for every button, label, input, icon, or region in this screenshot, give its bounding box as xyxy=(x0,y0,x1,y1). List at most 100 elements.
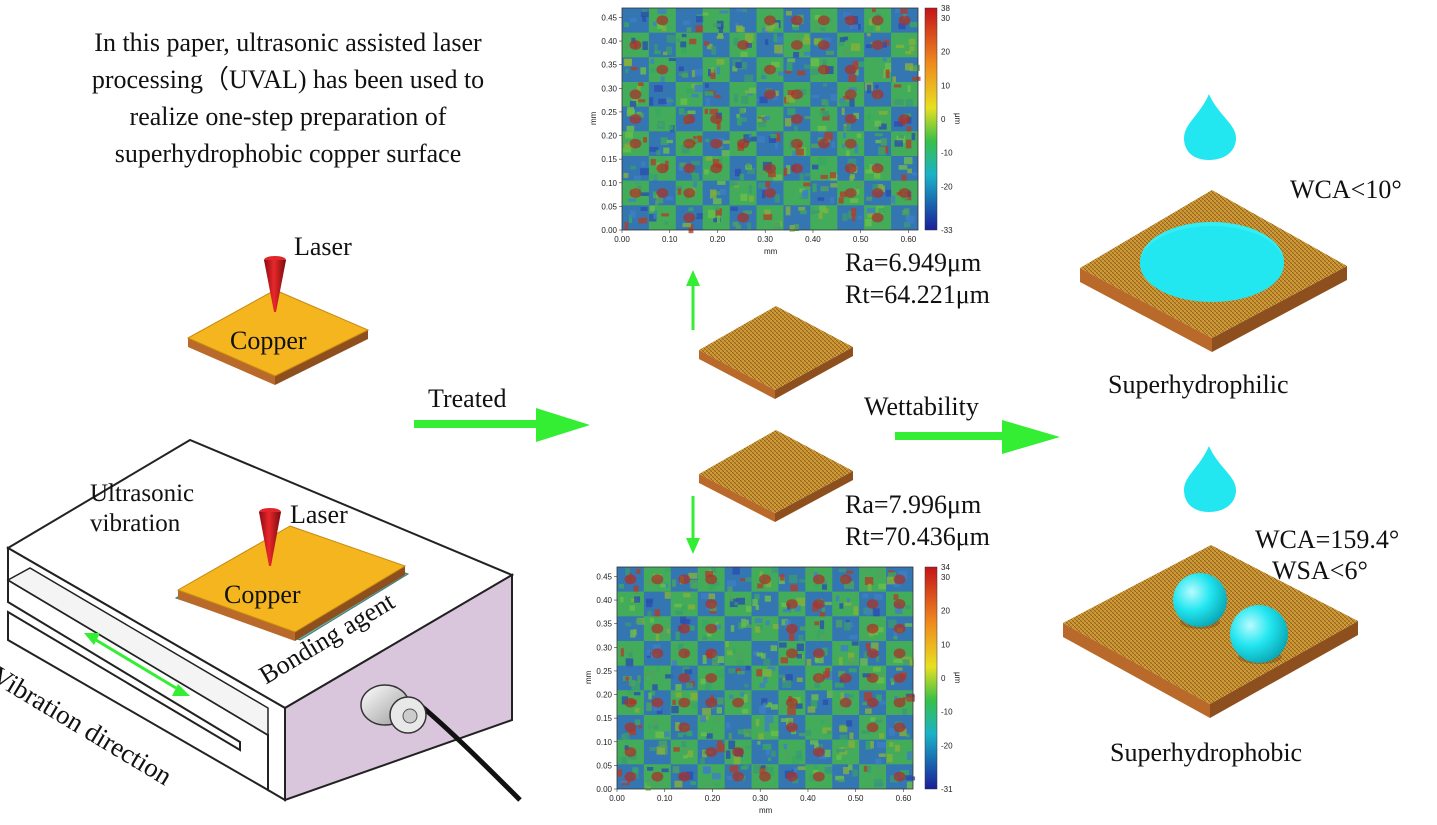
map-speckle xyxy=(803,182,811,187)
map-speckle xyxy=(641,161,646,167)
x-tick-label: 0.50 xyxy=(848,794,864,803)
map-speckle xyxy=(617,769,623,777)
map-peak xyxy=(732,771,745,782)
map-speckle xyxy=(875,139,882,144)
map-peak xyxy=(893,623,906,634)
map-speckle xyxy=(803,51,813,56)
map-speckle xyxy=(852,769,858,777)
map-speckle xyxy=(640,192,650,196)
map-speckle xyxy=(813,764,818,770)
map-speckle xyxy=(666,139,673,144)
map-speckle xyxy=(686,730,693,737)
map-peak xyxy=(871,15,884,26)
map-speckle xyxy=(842,132,847,139)
map-speckle xyxy=(867,765,872,773)
up-arrow xyxy=(686,270,700,330)
map-speckle xyxy=(873,778,883,788)
map-speckle xyxy=(799,188,806,193)
map-speckle xyxy=(878,753,886,757)
map-speckle xyxy=(638,82,644,86)
map-speckle xyxy=(741,96,749,104)
map-speckle xyxy=(735,668,741,673)
map-speckle xyxy=(633,691,641,696)
map-speckle xyxy=(638,724,642,729)
map-speckle xyxy=(770,645,778,652)
x-tick-label: 0.10 xyxy=(657,794,673,803)
map-peak xyxy=(683,163,696,174)
map-speckle xyxy=(765,620,770,626)
map-speckle xyxy=(748,87,756,94)
map-speckle xyxy=(826,716,830,725)
map-speckle xyxy=(817,157,827,166)
map-speckle xyxy=(893,594,899,600)
map-speckle xyxy=(716,707,723,714)
map-speckle xyxy=(691,173,699,181)
map-speckle xyxy=(718,24,724,34)
y-tick-label: 0.20 xyxy=(601,132,617,141)
superhydrophilic-label: Superhydrophilic xyxy=(1108,370,1289,399)
map-speckle xyxy=(880,138,887,146)
map-peak xyxy=(866,599,879,609)
map-speckle xyxy=(855,68,859,76)
map-peak xyxy=(866,722,879,733)
map-peak xyxy=(785,623,798,634)
map-speckle xyxy=(635,112,644,118)
map-speckle xyxy=(802,37,811,45)
map-speckle xyxy=(860,658,868,667)
map-speckle xyxy=(883,171,888,176)
map-speckle xyxy=(726,580,736,587)
map-peak xyxy=(705,574,718,585)
map-speckle xyxy=(702,654,707,664)
map-speckle xyxy=(759,96,768,104)
map-speckle xyxy=(693,181,697,188)
map-peak xyxy=(817,138,830,149)
map-speckle xyxy=(728,668,736,674)
map-speckle xyxy=(840,645,849,652)
map-speckle xyxy=(678,107,685,115)
map-speckle xyxy=(786,165,791,175)
map-speckle xyxy=(714,94,721,99)
map-speckle xyxy=(759,766,768,774)
map-speckle xyxy=(705,681,713,690)
map-peak xyxy=(759,771,771,782)
map-speckle xyxy=(706,733,713,739)
map-speckle xyxy=(907,84,911,93)
water-droplet-2 xyxy=(1230,605,1288,663)
map-speckle xyxy=(764,715,774,723)
map-speckle xyxy=(620,596,624,603)
map-speckle xyxy=(743,694,748,703)
map-speckle xyxy=(654,85,663,92)
map-speckle xyxy=(706,633,712,637)
map-speckle xyxy=(785,206,791,216)
map-speckle xyxy=(743,134,750,143)
map-speckle xyxy=(745,606,755,612)
map-speckle xyxy=(768,573,773,579)
map-speckle xyxy=(814,21,819,30)
map-speckle xyxy=(745,619,749,627)
colorbar-top xyxy=(924,7,938,231)
colorbar-tick: 34 xyxy=(941,563,950,572)
laser-cone-stage xyxy=(259,508,281,566)
map-speckle xyxy=(653,704,662,711)
map-speckle xyxy=(820,27,826,32)
water-droplet-1 xyxy=(1173,573,1227,627)
map-speckle xyxy=(708,209,715,219)
map-peak xyxy=(710,138,723,149)
map-peak xyxy=(790,40,803,50)
map-speckle xyxy=(747,222,752,231)
map-speckle xyxy=(696,16,704,23)
map-speckle xyxy=(821,99,828,106)
map-speckle xyxy=(736,597,745,605)
map-speckle xyxy=(660,76,665,85)
map-speckle xyxy=(774,194,780,203)
intro-line: realize one-step preparation of xyxy=(129,102,447,131)
map-speckle xyxy=(838,40,845,46)
map-speckle xyxy=(745,665,751,671)
map-speckle xyxy=(752,599,758,607)
map-speckle xyxy=(753,765,760,774)
map-speckle xyxy=(686,27,692,33)
map-speckle xyxy=(767,666,776,671)
map-speckle xyxy=(876,676,885,684)
map-speckle xyxy=(879,672,885,678)
